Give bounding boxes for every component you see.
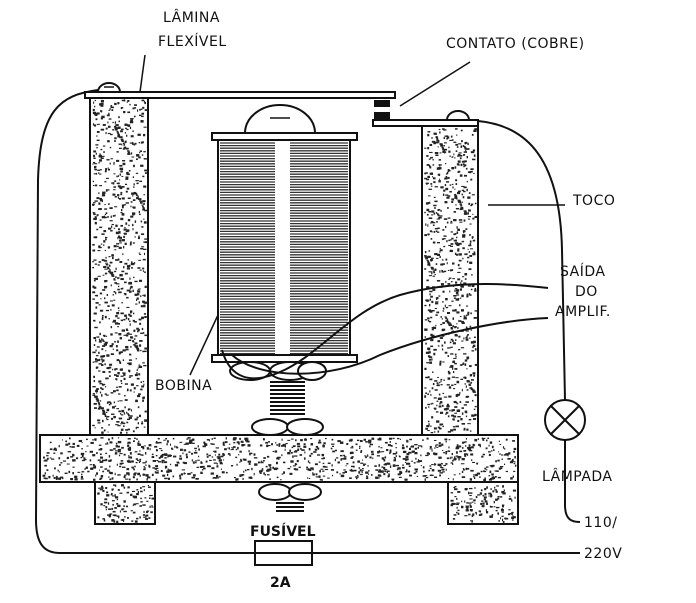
label-flexivel: FLEXÍVEL [158,33,227,50]
label-bobina: BOBINA [155,378,212,394]
label-saida: SAÍDA [560,263,605,280]
speckle-group [450,485,517,523]
flexible-blade [84,91,396,99]
right-post-toco [421,125,479,436]
label-voltage-2: 220V [584,546,622,562]
label-contato: CONTATO (COBRE) [446,36,585,52]
speckle-group [92,99,148,434]
lower-nut [251,418,324,436]
label-amplif: AMPLIF. [555,304,611,320]
coil-top-flange [211,132,358,141]
left-wire [34,89,580,554]
left-post [89,96,149,436]
bottom-nut [258,483,322,501]
upper-contact [374,100,390,107]
lower-contact [374,112,390,119]
right-screw-icon [445,110,471,121]
label-do: DO [575,284,598,300]
amp-wire-1 [221,283,549,380]
armature-dome [243,104,317,134]
contact-plate [372,119,479,127]
label-fusivel: FUSÍVEL [250,523,316,540]
label-voltage-1: 110/ [584,515,617,531]
lamp-wire [564,440,581,523]
speckle-group [42,437,517,482]
bottom-rod [276,502,304,512]
threaded-rod [270,381,305,415]
speckle-group [97,484,155,524]
fuse-icon [254,540,313,566]
label-lampada: LÂMPADA [542,467,613,485]
label-lamina: LÂMINA [163,8,220,26]
amp-wire-2 [231,317,549,375]
coil-windings [220,142,348,355]
speckle-group [424,128,479,434]
label-fuse-rating: 2A [270,575,291,591]
right-wire [477,120,566,401]
lamp-icon [544,399,586,441]
label-toco: TOCO [572,193,615,209]
